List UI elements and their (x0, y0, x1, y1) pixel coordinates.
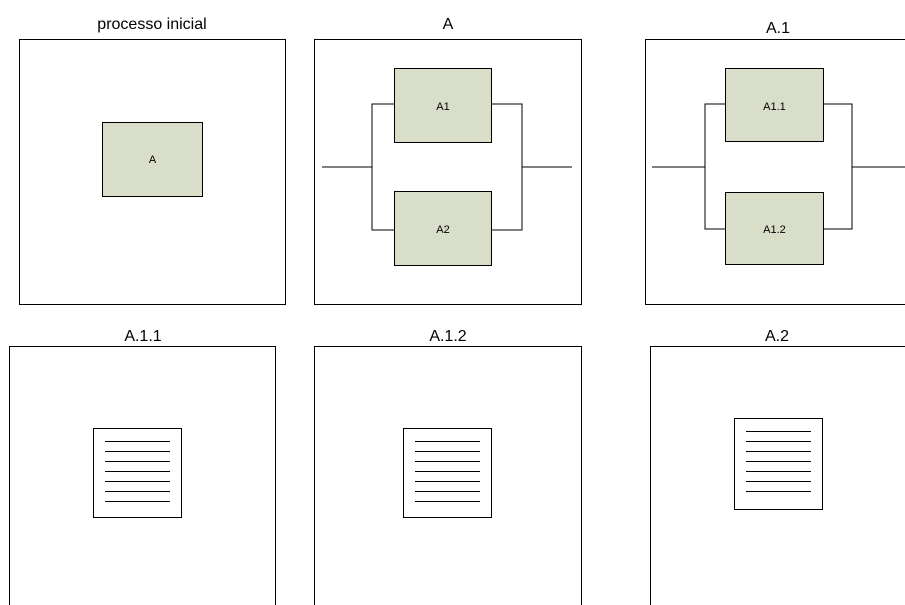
process-box-label: A1 (436, 101, 449, 113)
panel-processo-inicial: processo inicial A (19, 16, 286, 305)
panel-a-2: A.2 (650, 328, 905, 605)
panel-title: processo inicial (97, 16, 206, 33)
document-icon (734, 418, 823, 510)
panel-title: A (443, 16, 454, 33)
process-box-a1-1[interactable] (725, 68, 824, 142)
process-box-a2[interactable] (394, 191, 492, 266)
panel-a: A A1 A2 (314, 16, 582, 305)
process-box-label: A (149, 154, 157, 166)
process-box-a1[interactable] (394, 68, 492, 143)
split-bracket (371, 103, 394, 231)
panel-title: A.2 (765, 328, 789, 345)
process-box-a1-2[interactable] (725, 192, 824, 265)
panel-a-1-2: A.1.2 (314, 328, 582, 605)
document-icon (93, 428, 182, 518)
document-icon (403, 428, 492, 518)
panel-a-1-1: A.1.1 (9, 328, 276, 605)
process-box-label: A1.2 (763, 224, 786, 236)
panel-title: A.1 (766, 20, 790, 37)
panel-title: A.1.1 (124, 328, 161, 345)
panel-a-1: A.1 A1.1 A1.2 (645, 20, 905, 305)
split-bracket (704, 103, 725, 230)
panel-title: A.1.2 (429, 328, 466, 345)
process-box-a[interactable] (102, 122, 203, 197)
process-box-label: A1.1 (763, 101, 786, 113)
process-box-label: A2 (436, 224, 449, 236)
